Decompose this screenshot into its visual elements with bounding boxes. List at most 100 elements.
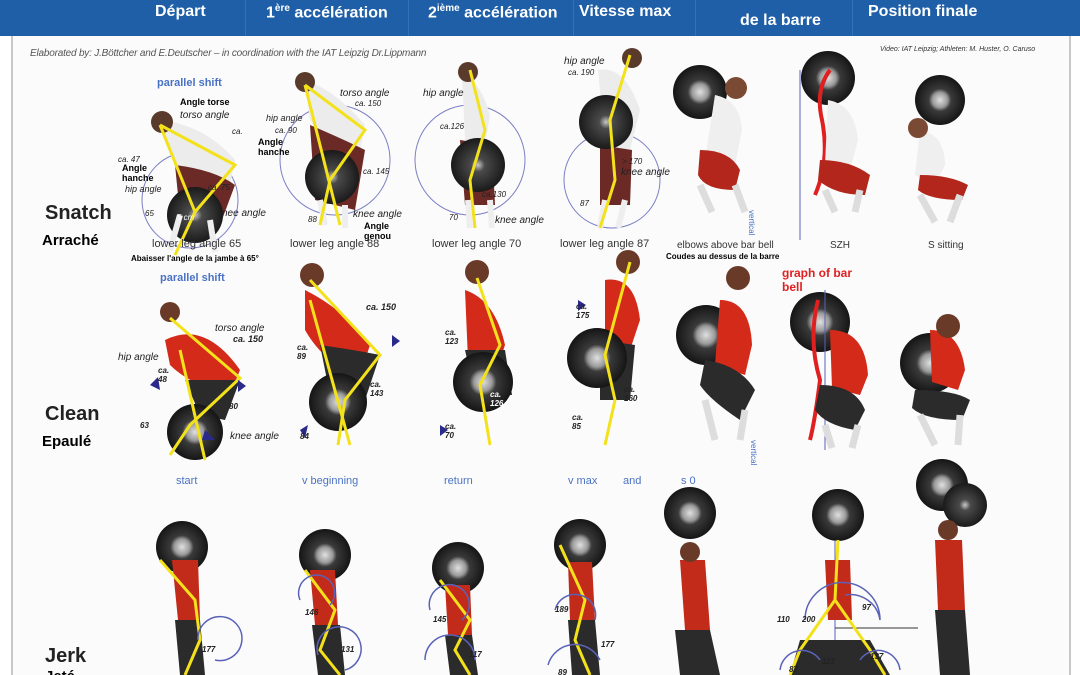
snatch-figure-second-acceleration bbox=[414, 62, 526, 229]
clean-ca89-label: ca. 89 bbox=[297, 343, 309, 361]
snatch-caption-5: elbows above bar bell bbox=[677, 240, 774, 251]
phase-final-position: Position finale bbox=[868, 3, 978, 20]
snatch-caption-4: lower leg angle 87 bbox=[560, 238, 650, 250]
snatch-vertical-label: vertical bbox=[747, 210, 756, 236]
snatch-parallel-shift-label: parallel shift bbox=[157, 77, 222, 89]
clean-ca85-label: ca. 85 bbox=[572, 413, 584, 431]
clean-parallel-shift-label: parallel shift bbox=[160, 272, 225, 284]
jerk-110-label: 110 bbox=[777, 615, 790, 624]
snatch-abaisser-note: Abaisser l'angle de la jambe à 65° bbox=[131, 254, 259, 263]
clean-figure-elbows bbox=[676, 266, 755, 441]
snatch-gt170-label: > 170 bbox=[622, 157, 643, 166]
clean-torso-angle-label: torso angle bbox=[215, 323, 265, 334]
snatch-hip-angle-3-label: hip angle bbox=[423, 88, 464, 99]
phase-second-acceleration: 2ième accélération bbox=[428, 3, 558, 22]
phase-first-acceleration: 1ère accélération bbox=[266, 3, 388, 22]
clean-phase-return: return bbox=[444, 475, 473, 487]
snatch-5cm-label: 5 cm bbox=[177, 213, 195, 222]
clean-figure-sitting bbox=[900, 314, 970, 447]
snatch-torso-angle-2-label: torso angle bbox=[340, 88, 390, 99]
jerk-figure-max-speed bbox=[547, 519, 606, 675]
snatch-angle-hanche-2-label: Angle hanche bbox=[258, 137, 290, 157]
clean-figure-first-acceleration bbox=[300, 263, 400, 446]
clean-knee-angle-label: knee angle bbox=[230, 431, 279, 442]
clean-figure-start bbox=[150, 302, 246, 461]
clean-graph-bar-label: graph of bar bell bbox=[782, 266, 853, 294]
snatch-65-label: 65 bbox=[145, 209, 154, 218]
row-label-epaule: Epaulé bbox=[42, 433, 92, 450]
jerk-177a-label: 177 bbox=[202, 645, 216, 654]
snatch-angle-genou-label: Angle genou bbox=[364, 221, 391, 241]
jerk-87-label: 87 bbox=[789, 665, 798, 674]
jerk-figure-recovery bbox=[916, 459, 987, 675]
clean-phase-s0: s 0 bbox=[681, 475, 696, 487]
snatch-hip-angle-4-label: hip angle bbox=[564, 56, 605, 67]
snatch-figure-first-acceleration bbox=[279, 72, 391, 228]
snatch-angle-torse-label: Angle torse bbox=[180, 97, 230, 107]
jerk-figure-dip bbox=[297, 529, 362, 675]
clean-63-label: 63 bbox=[140, 421, 149, 430]
phase-depart: Départ bbox=[155, 3, 206, 20]
clean-80-label: 80 bbox=[229, 402, 238, 411]
snatch-angle-hanche-label: Angle hanche bbox=[122, 163, 154, 183]
snatch-ca90-label: ca. 90 bbox=[275, 126, 297, 135]
header-divider bbox=[695, 0, 696, 36]
jerk-177b-label: 177 bbox=[601, 640, 615, 649]
jerk-145-label: 145 bbox=[433, 615, 447, 624]
snatch-figure-elbows bbox=[673, 65, 749, 214]
row-label-jete: Jeté bbox=[45, 668, 75, 675]
clean-ca143-label: ca. 143 bbox=[370, 380, 384, 398]
clean-ca150-label: ca. 150 bbox=[233, 334, 264, 344]
snatch-caption-6: SZH bbox=[830, 240, 850, 251]
jerk-137-label: 137 bbox=[870, 652, 884, 661]
jerk-131-label: 131 bbox=[341, 645, 355, 654]
snatch-ca150-label: ca. 150 bbox=[355, 99, 382, 108]
clean-84-label: 84 bbox=[300, 432, 309, 441]
clean-phase-start: start bbox=[176, 475, 198, 487]
snatch-ca47-label: ca. 47 bbox=[118, 155, 140, 164]
header-divider bbox=[245, 0, 246, 36]
clean-ca150b-label: ca. 150 bbox=[366, 302, 397, 312]
row-label-arrache: Arraché bbox=[42, 232, 99, 249]
header-divider bbox=[852, 0, 853, 36]
clean-ca48-label: ca. 48 bbox=[158, 366, 170, 384]
snatch-hip-angle-2-label: hip angle bbox=[266, 113, 303, 123]
snatch-ca145-label: ca. 145 bbox=[363, 167, 390, 176]
jerk-97-label: 97 bbox=[862, 603, 871, 612]
snatch-figure-start bbox=[141, 111, 239, 256]
jerk-89-label: 89 bbox=[558, 668, 567, 675]
clean-phase-v-max: v max bbox=[568, 475, 598, 487]
snatch-caption-1: lower leg angle 65 bbox=[152, 238, 242, 250]
snatch-88-label: 88 bbox=[308, 215, 317, 224]
jerk-figure-split bbox=[779, 489, 918, 675]
jerk-113-label: 113 bbox=[822, 657, 835, 666]
clean-figure-second-acceleration bbox=[440, 260, 513, 446]
jerk-figure-start bbox=[156, 521, 243, 675]
clean-phase-v-beginning: v beginning bbox=[302, 475, 359, 487]
snatch-ca130-label: ca.130 bbox=[482, 190, 507, 199]
phase-max-speed: Vitesse max bbox=[579, 3, 672, 20]
snatch-knee-angle-2-label: knee angle bbox=[353, 209, 402, 220]
jerk-117-label: 117 bbox=[469, 650, 482, 659]
snatch-70-label: 70 bbox=[449, 213, 458, 222]
jerk-200-label: 200 bbox=[802, 615, 816, 624]
clean-ca70-label: ca. 70 bbox=[445, 422, 457, 440]
snatch-ca75-label: ca. 75 bbox=[208, 183, 230, 192]
snatch-figure-szh bbox=[799, 51, 870, 240]
video-credit: Video: IAT Leipzig; Athleten: M. Huster,… bbox=[880, 46, 1036, 53]
clean-ca160-label: ca. 160 bbox=[624, 385, 638, 403]
snatch-knee-angle-4-label: knee angle bbox=[621, 167, 670, 178]
header-divider bbox=[408, 0, 409, 36]
clean-vertical-label: vertical bbox=[749, 440, 758, 466]
snatch-87-label: 87 bbox=[580, 199, 589, 208]
snatch-knee-angle-3-label: knee angle bbox=[495, 215, 544, 226]
jerk-figure-overhead bbox=[664, 487, 720, 675]
clean-hip-angle-label: hip angle bbox=[118, 352, 159, 363]
row-label-snatch: Snatch bbox=[45, 202, 112, 224]
snatch-caption-3: lower leg angle 70 bbox=[432, 238, 522, 250]
row-label-clean: Clean bbox=[45, 403, 100, 425]
clean-ca123-label: ca. 123 bbox=[445, 328, 459, 346]
snatch-knee-angle-label: knee angle bbox=[217, 208, 266, 219]
row-label-jerk: Jerk bbox=[45, 645, 87, 667]
